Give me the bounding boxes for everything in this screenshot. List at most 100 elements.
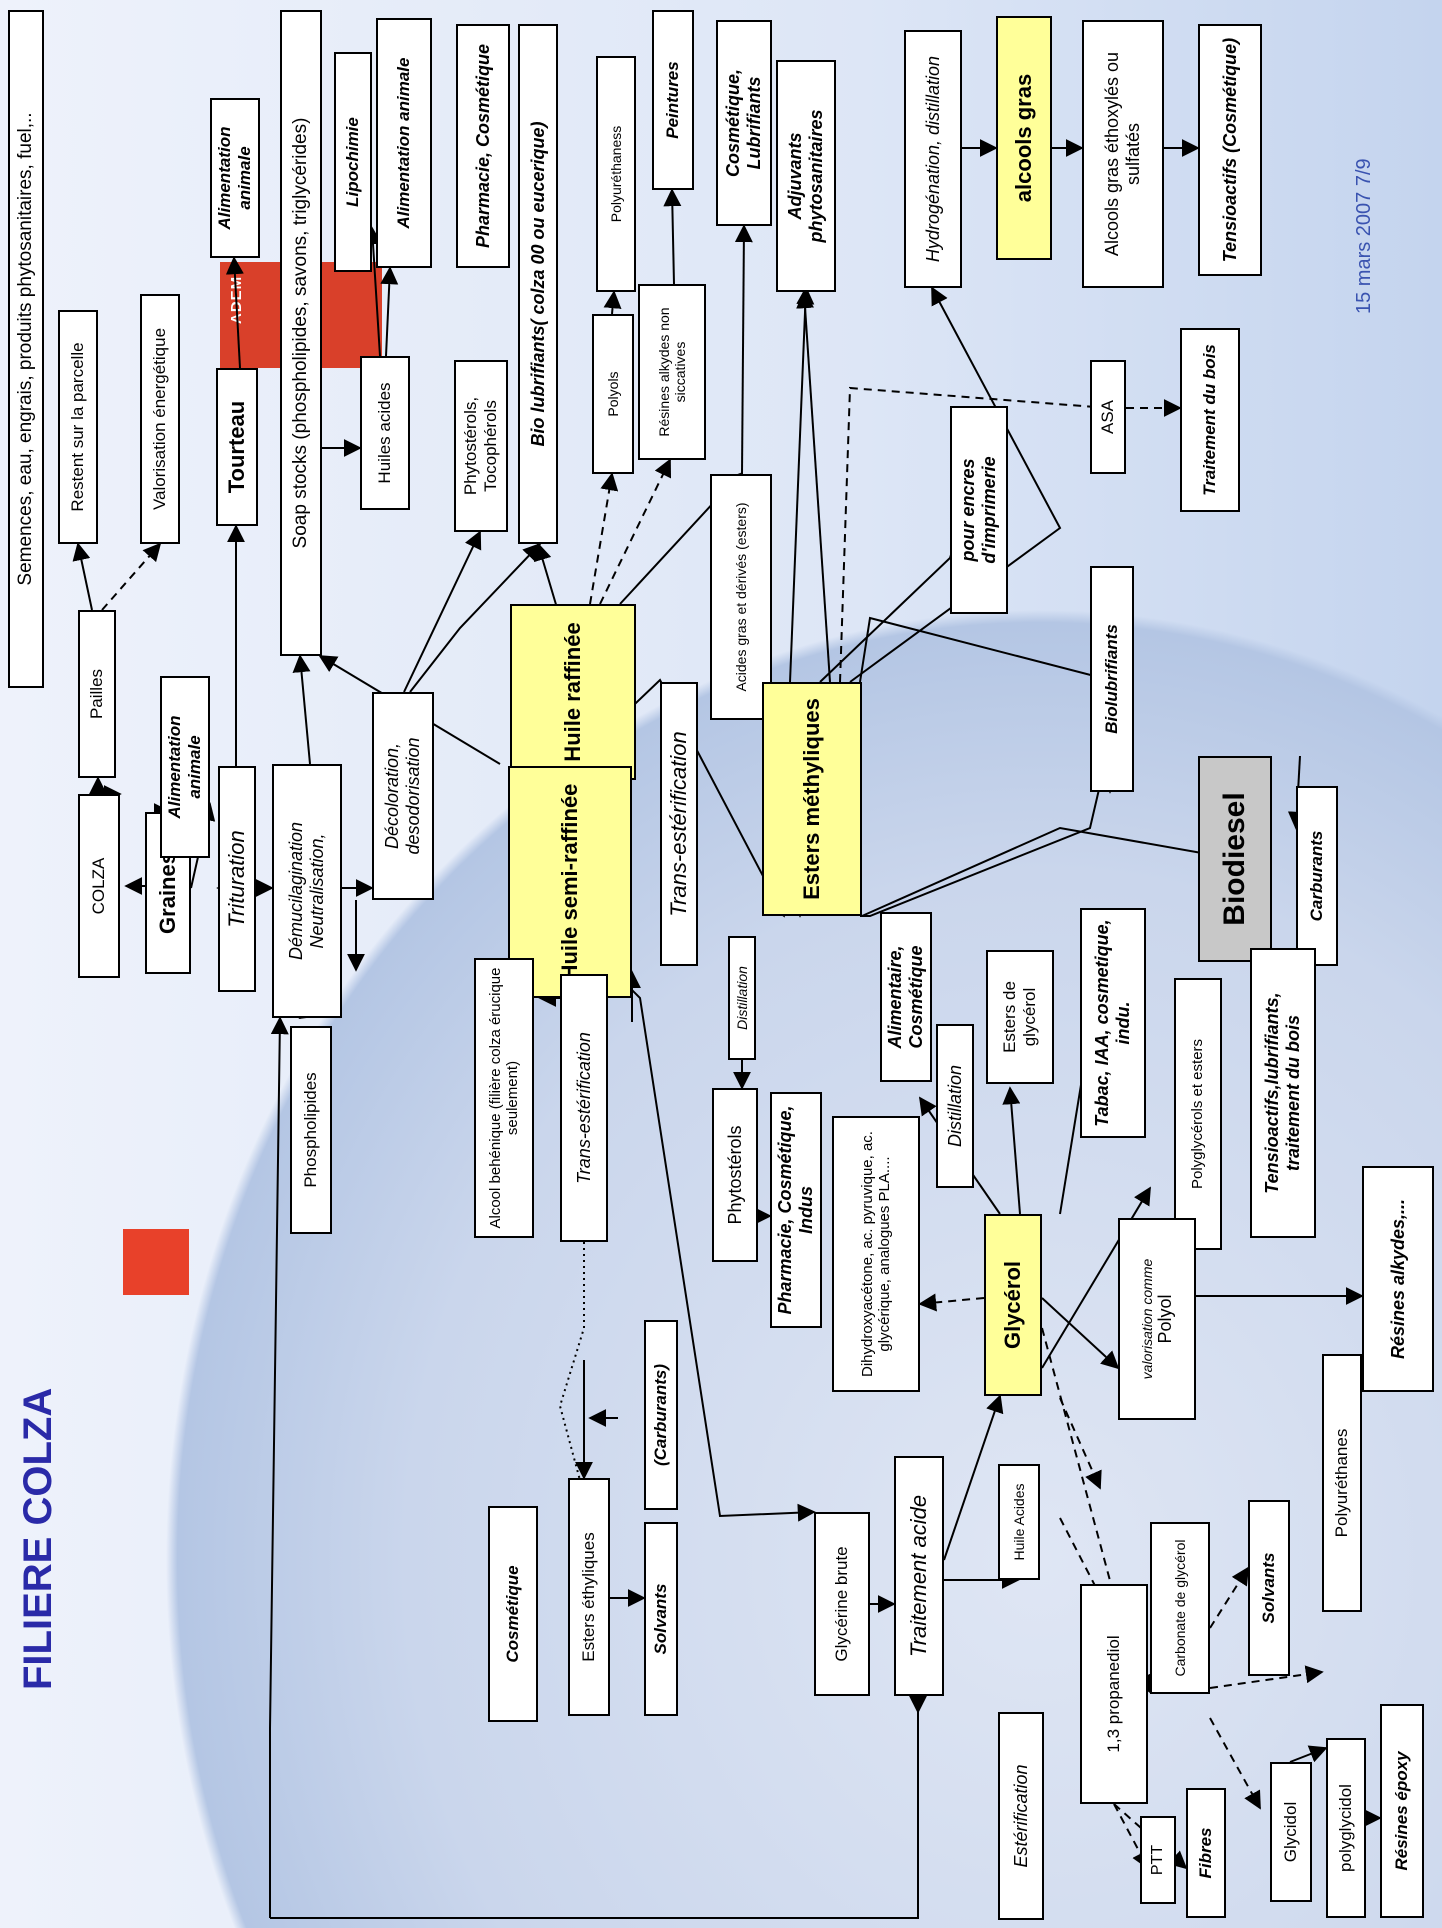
hydrogenation-distillation-box: Hydrogénation, distillation — [904, 30, 962, 288]
lipochimie-box: Lipochimie — [334, 52, 372, 272]
esters-methyliques-box: Esters méthyliques — [762, 682, 862, 916]
connector — [1059, 1517, 1151, 1694]
glycerol-box: Glycérol — [984, 1214, 1042, 1396]
fibres-box: Fibres — [1186, 1788, 1226, 1918]
connector — [663, 188, 682, 285]
connector — [839, 386, 1110, 683]
connector — [789, 286, 815, 683]
connector — [1209, 1717, 1261, 1810]
connector — [270, 1696, 919, 1919]
carburants-box-1: (Carburants) — [644, 1320, 678, 1510]
distillation-box-2: Distillation — [936, 1024, 974, 1188]
connector — [796, 290, 831, 683]
alimentation-animale-box-1: Alimentation animale — [160, 676, 210, 858]
connector — [1209, 1665, 1324, 1689]
glycerine-brute-box: Glycérine brute — [814, 1512, 870, 1696]
connector — [292, 654, 311, 765]
connector — [101, 542, 162, 611]
polyurethanes-box-2: Polyuréthanes — [1322, 1354, 1362, 1612]
connector — [1289, 1745, 1328, 1763]
pharmacie-cosmetique-indus-box: Pharmacie, Cosmétique, Indus — [770, 1092, 822, 1328]
decoloration-box: Décoloration, desodorisation — [372, 692, 434, 900]
resines-alkydes-non-siccatives-box: Résines alkydes non siccatives — [638, 284, 706, 460]
pailles-box: Pailles — [78, 610, 116, 778]
connector — [943, 1394, 1004, 1561]
traitement-acide-box: Traitement acide — [894, 1456, 944, 1696]
carbonate-glycerol-box: Carbonate de glycérol — [1150, 1522, 1210, 1694]
alcools-gras-ethoxyles-box: Alcools gras éthoxylés ou sulfatés — [1082, 20, 1164, 288]
alimentation-animale-box-3: Alimentation animale — [376, 18, 432, 268]
connector — [364, 226, 382, 357]
connector — [409, 542, 542, 693]
parcelle-box: Restent sur la parcelle — [58, 310, 98, 544]
connector — [860, 740, 1116, 917]
trans-esterification-box-2: Trans-estérification — [560, 974, 608, 1242]
biodiesel-box: Biodiesel — [1198, 756, 1272, 962]
connector — [72, 542, 93, 611]
cosmetique-lubrifiants-box: Cosmétique, Lubrifiants — [716, 20, 772, 226]
trituration-box: Trituration — [218, 766, 256, 992]
phytosterols-box: Phytostérols — [712, 1088, 758, 1262]
connector — [734, 224, 753, 475]
distillation-box-1: Distillation — [728, 936, 756, 1060]
bio-lubrifiants-box: Bio lubrifiants( colza 00 ou eucerique) — [518, 24, 558, 544]
asa-box: ASA — [1090, 360, 1126, 474]
encres-imprimerie-box: pour encres d'imprimerie — [950, 406, 1008, 614]
connector — [403, 530, 482, 693]
red-square-decoration — [123, 1229, 189, 1295]
connector — [603, 290, 622, 315]
resines-epoxy-box: Résines époxy — [1380, 1704, 1424, 1918]
connector — [380, 266, 399, 357]
connector — [558, 1242, 593, 1512]
tensioactifs-lubrifiants-box: Tensioactifs,lubrifiants, traitement du … — [1250, 948, 1316, 1238]
biolubrifiants-box: Biolubrifiants — [1090, 566, 1134, 792]
connector — [1059, 1397, 1102, 1490]
esterification-box: Estérification — [998, 1712, 1044, 1920]
trans-esterification-box-1: Trans-estérification — [660, 682, 698, 966]
traitement-bois-box: Traitement du bois — [1180, 328, 1240, 512]
polyglycidol-box: polyglycidol — [1326, 1738, 1366, 1918]
esters-ethyliques-box: Esters éthyliques — [568, 1478, 610, 1716]
tensioactifs-cosmetique-box: Tensioactifs (Cosmétique) — [1198, 24, 1262, 276]
colza-box: COLZA — [78, 794, 120, 978]
resines-alkydes-box: Résines alkydes,... — [1362, 1166, 1434, 1392]
connector — [1209, 1566, 1249, 1629]
connector — [1041, 1297, 1120, 1370]
polyglycerols-box: Polyglycérols et esters — [1174, 978, 1222, 1250]
cosmetique-box: Cosmétique — [488, 1506, 538, 1722]
valorisation-energetique-box: Valorisation énergétique — [140, 294, 180, 544]
alcool-behenique-box: Alcool behénique (filière colza érucique… — [474, 958, 534, 1238]
alimentation-animale-box-2: Alimentation animale — [210, 98, 260, 258]
connector — [589, 472, 619, 605]
connector — [859, 616, 1119, 794]
connector — [599, 458, 672, 605]
connector — [225, 256, 244, 369]
adjuvants-phytosanitaires-box: Adjuvants phytosanitaires — [776, 60, 836, 292]
huile-raffinee-box: Huile raffinée — [510, 604, 636, 780]
glycidol-box: Glycidol — [1270, 1762, 1312, 1902]
connector — [269, 1016, 289, 1918]
solvants-box-2: Solvants — [1248, 1500, 1290, 1676]
tourteau-box: Tourteau — [216, 368, 258, 526]
connector — [918, 1293, 985, 1312]
huile-acides-box: Huile Acides — [998, 1464, 1040, 1580]
soap-stocks-box: Soap stocks (phospholipides, savons, tri… — [280, 10, 322, 656]
ptt-box: PTT — [1140, 1816, 1176, 1904]
propanediol-box: 1,3 propanediol — [1080, 1584, 1148, 1804]
phospholipides-box: Phospholipides — [290, 1026, 332, 1234]
intrants-box: Semences, eau, engrais, produits phytosa… — [8, 10, 44, 688]
connector — [861, 826, 1232, 917]
dihydroxyacetone-box: Dihydroxyacétone, ac. pyruvique, ac. gly… — [832, 1116, 920, 1392]
phytosterols-tocopherols-box: Phytostérols, Tocophérols — [454, 360, 508, 532]
polyols-box: Polyols — [592, 314, 634, 474]
carburants-box-2: Carburants — [1296, 786, 1338, 966]
alcools-gras-box: alcools gras — [996, 16, 1052, 260]
connector — [1002, 1086, 1021, 1215]
peintures-box: Peintures — [652, 10, 694, 190]
esters-glycerol-box: Esters de glycérol — [986, 950, 1054, 1084]
